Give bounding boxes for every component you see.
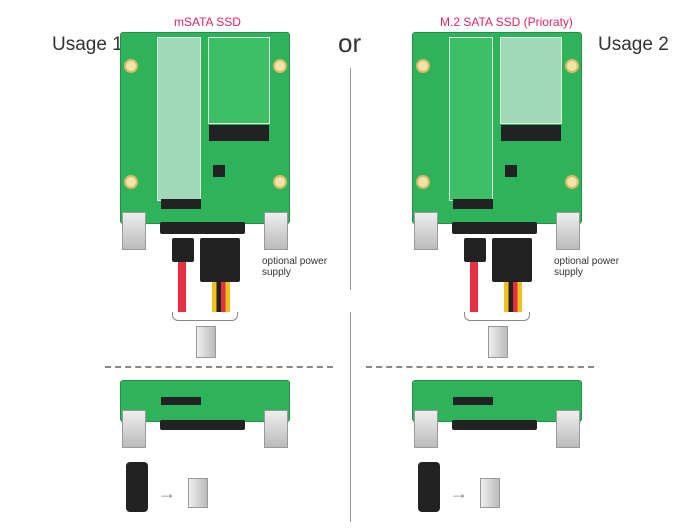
- msata-slot: [208, 37, 270, 124]
- dashed-separator-right: [366, 366, 594, 368]
- or-label: or: [338, 28, 362, 58]
- sata-connector: [452, 420, 537, 430]
- arrow-icon: →: [450, 483, 468, 503]
- optional-power-label: optional power supply: [262, 256, 328, 278]
- power-cable: [212, 282, 230, 312]
- usb-port: [414, 410, 438, 448]
- usb-port: [556, 410, 580, 448]
- sata-data-cable: [178, 262, 186, 312]
- arrow-icon: →: [158, 483, 176, 503]
- adapter-board: [412, 32, 582, 224]
- sata-data-cable: [470, 262, 478, 312]
- usb-port: [122, 212, 146, 250]
- usb-port: [122, 410, 146, 448]
- computer-icon: [188, 478, 208, 508]
- divider-bottom: [350, 312, 351, 522]
- msata-ssd-label: mSATA SSD: [174, 15, 241, 29]
- usb-cable-icon: [126, 462, 148, 512]
- usage-1-label: Usage 1: [52, 34, 123, 55]
- m2-sata-ssd-label: M.2 SATA SSD (Prioraty): [440, 15, 573, 29]
- sata-data-plug: [464, 238, 486, 262]
- computer-icon: [480, 478, 500, 508]
- computer-icon: [488, 326, 508, 358]
- msata-connector: [209, 125, 269, 141]
- m2-ssd-module: [500, 37, 562, 124]
- sata-data-plug: [172, 238, 194, 262]
- adapter-board-usb: [412, 380, 582, 422]
- sata-power-plug: [492, 238, 532, 282]
- m2-slot: [449, 37, 493, 201]
- m2-slot: [157, 37, 201, 201]
- m2-connector: [161, 199, 201, 209]
- controller-chip: [213, 165, 225, 177]
- usb-port: [556, 212, 580, 250]
- divider-top: [350, 68, 351, 290]
- m2-connector: [453, 199, 493, 209]
- usage-1-panel: optional power supply →: [0, 0, 327, 530]
- power-cable: [504, 282, 522, 312]
- sata-power-plug: [200, 238, 240, 282]
- usage-2-label: Usage 2: [598, 34, 669, 55]
- brace: [172, 312, 238, 321]
- usb-cable-icon: [418, 462, 440, 512]
- adapter-board: [120, 32, 290, 224]
- usage-2-panel: optional power supply →: [292, 0, 619, 530]
- dashed-separator-left: [105, 366, 333, 368]
- computer-icon: [196, 326, 216, 358]
- controller-chip: [505, 165, 517, 177]
- sata-connector: [160, 420, 245, 430]
- usb-port: [414, 212, 438, 250]
- brace: [464, 312, 530, 321]
- usb-port: [264, 212, 288, 250]
- optional-power-label: optional power supply: [554, 256, 620, 278]
- msata-connector: [501, 125, 561, 141]
- sata-connector: [160, 222, 245, 234]
- sata-connector: [452, 222, 537, 234]
- usb-port: [264, 410, 288, 448]
